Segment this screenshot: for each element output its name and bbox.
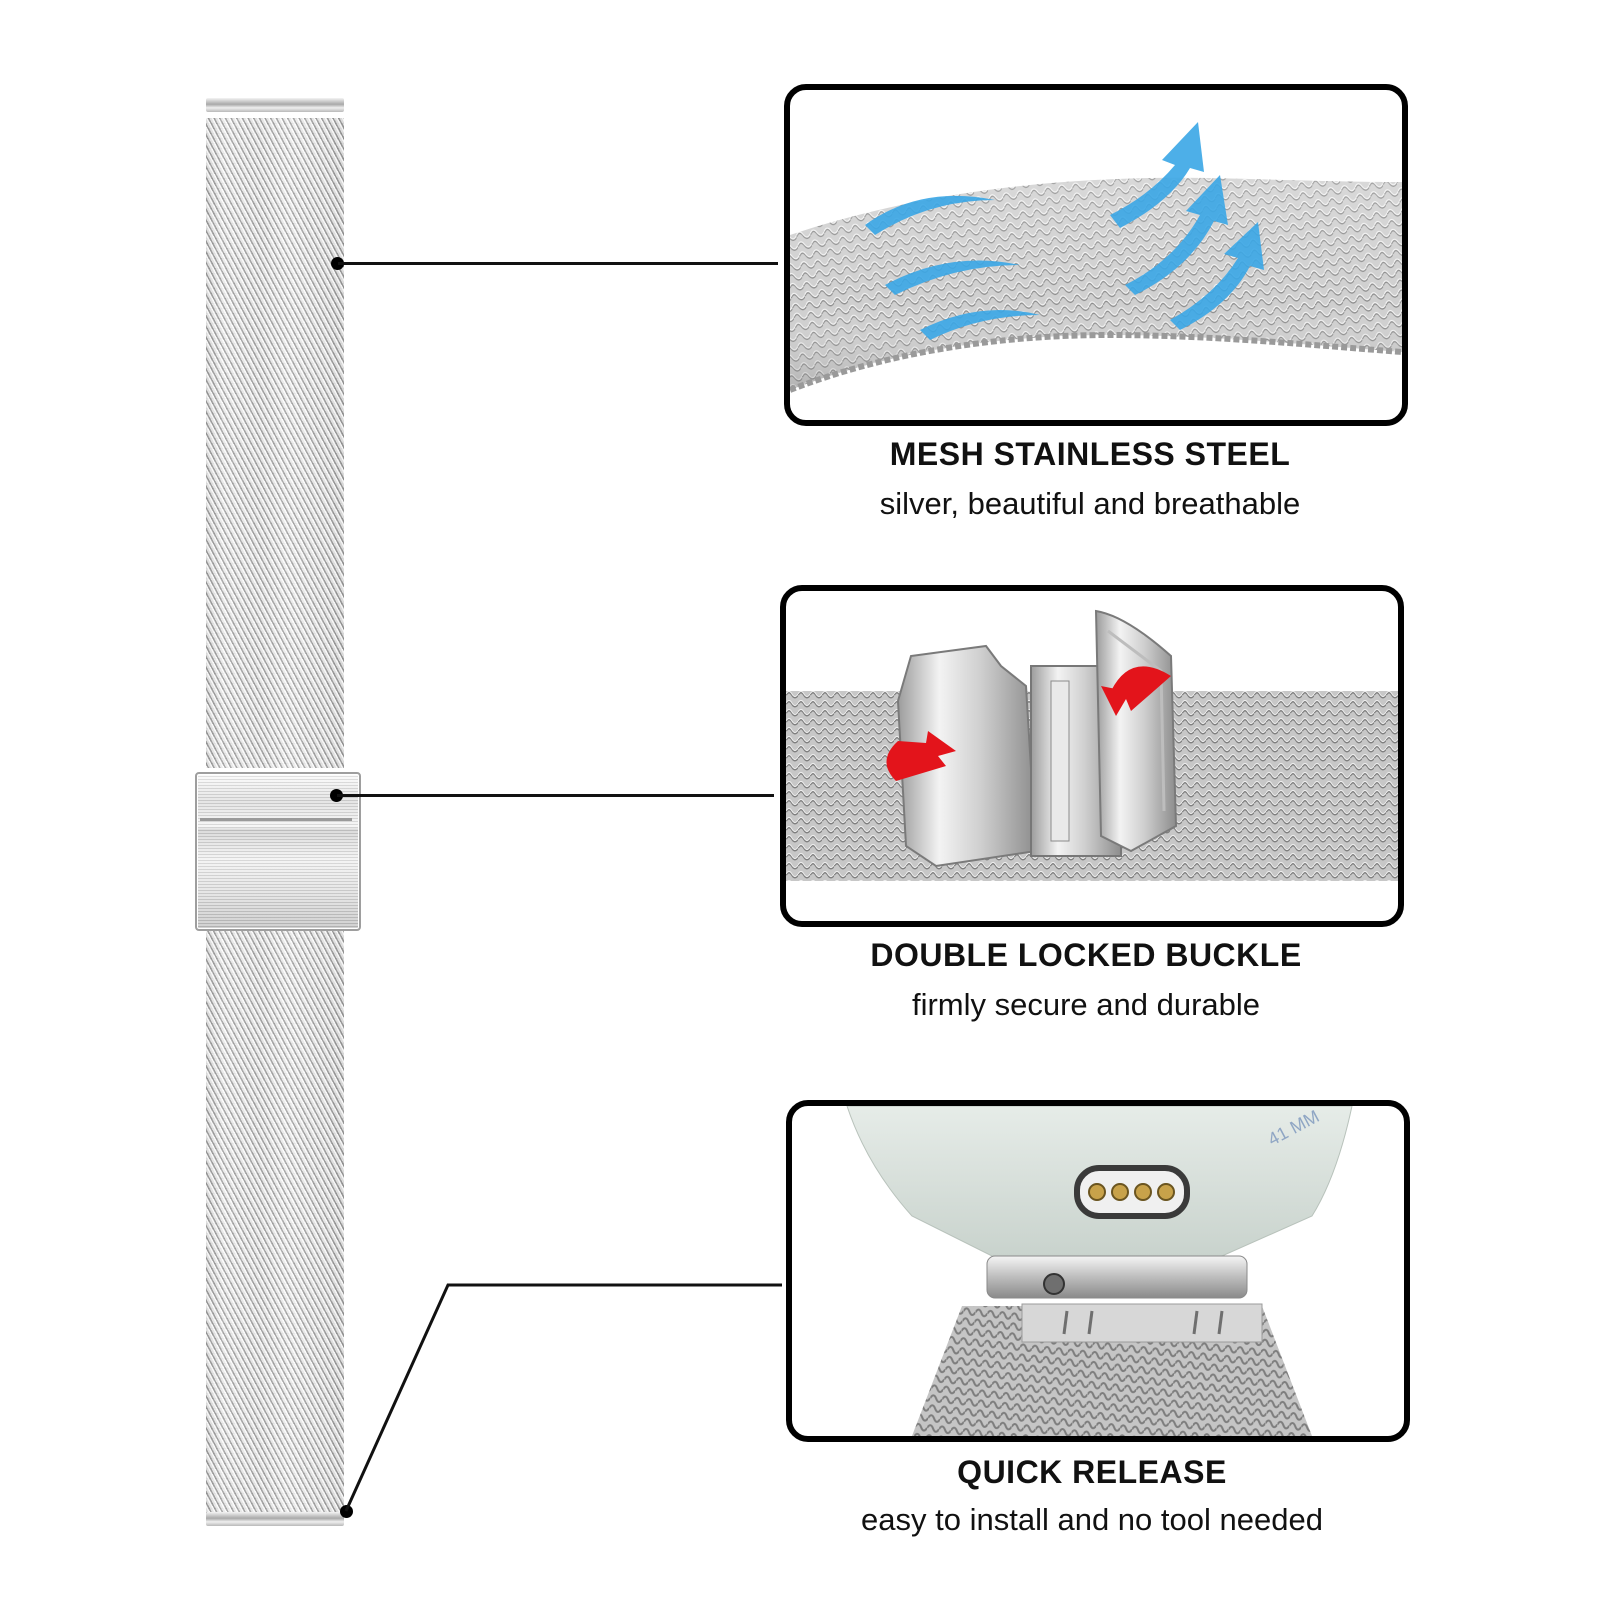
connector-dot-release: [340, 1505, 353, 1518]
release-pin: [1043, 1273, 1065, 1295]
feature-subtitle-quick-release: easy to install and no tool needed: [861, 1502, 1323, 1537]
feature-subtitle-buckle: firmly secure and durable: [911, 987, 1261, 1022]
connector-line-release: [344, 1283, 782, 1512]
feature-title-mesh: MESH STAINLESS STEEL: [889, 436, 1291, 472]
connector-line-mesh: [338, 262, 778, 265]
strap-upper-mesh: [206, 118, 344, 768]
feature-subtitle-mesh: silver, beautiful and breathable: [879, 486, 1301, 521]
buckle-detail-frame: [780, 585, 1404, 927]
feature-title-quick-release: QUICK RELEASE: [957, 1454, 1227, 1490]
mesh-detail-frame: [784, 84, 1408, 426]
connector-dot-mesh: [331, 257, 344, 270]
airflow-arrows: [865, 122, 1264, 340]
strap-lower-mesh: [206, 920, 344, 1518]
quick-release-spring-bar: [986, 1255, 1248, 1299]
lock-arrows: [886, 666, 1171, 781]
quick-release-detail-image: 41 MM: [846, 1106, 1353, 1436]
mesh-detail-image: [790, 122, 1402, 393]
quick-release-detail-frame: 41 MM: [786, 1100, 1410, 1442]
buckle-seam: [200, 818, 352, 821]
strap-top-end-bar: [206, 98, 344, 112]
strap-bottom-end-bar: [206, 1512, 344, 1526]
connector-line-buckle: [337, 794, 774, 797]
buckle-detail-image: [786, 609, 1398, 881]
feature-title-buckle: DOUBLE LOCKED BUCKLE: [870, 937, 1302, 973]
connector-dot-buckle: [330, 789, 343, 802]
charging-port: [1074, 1165, 1190, 1219]
